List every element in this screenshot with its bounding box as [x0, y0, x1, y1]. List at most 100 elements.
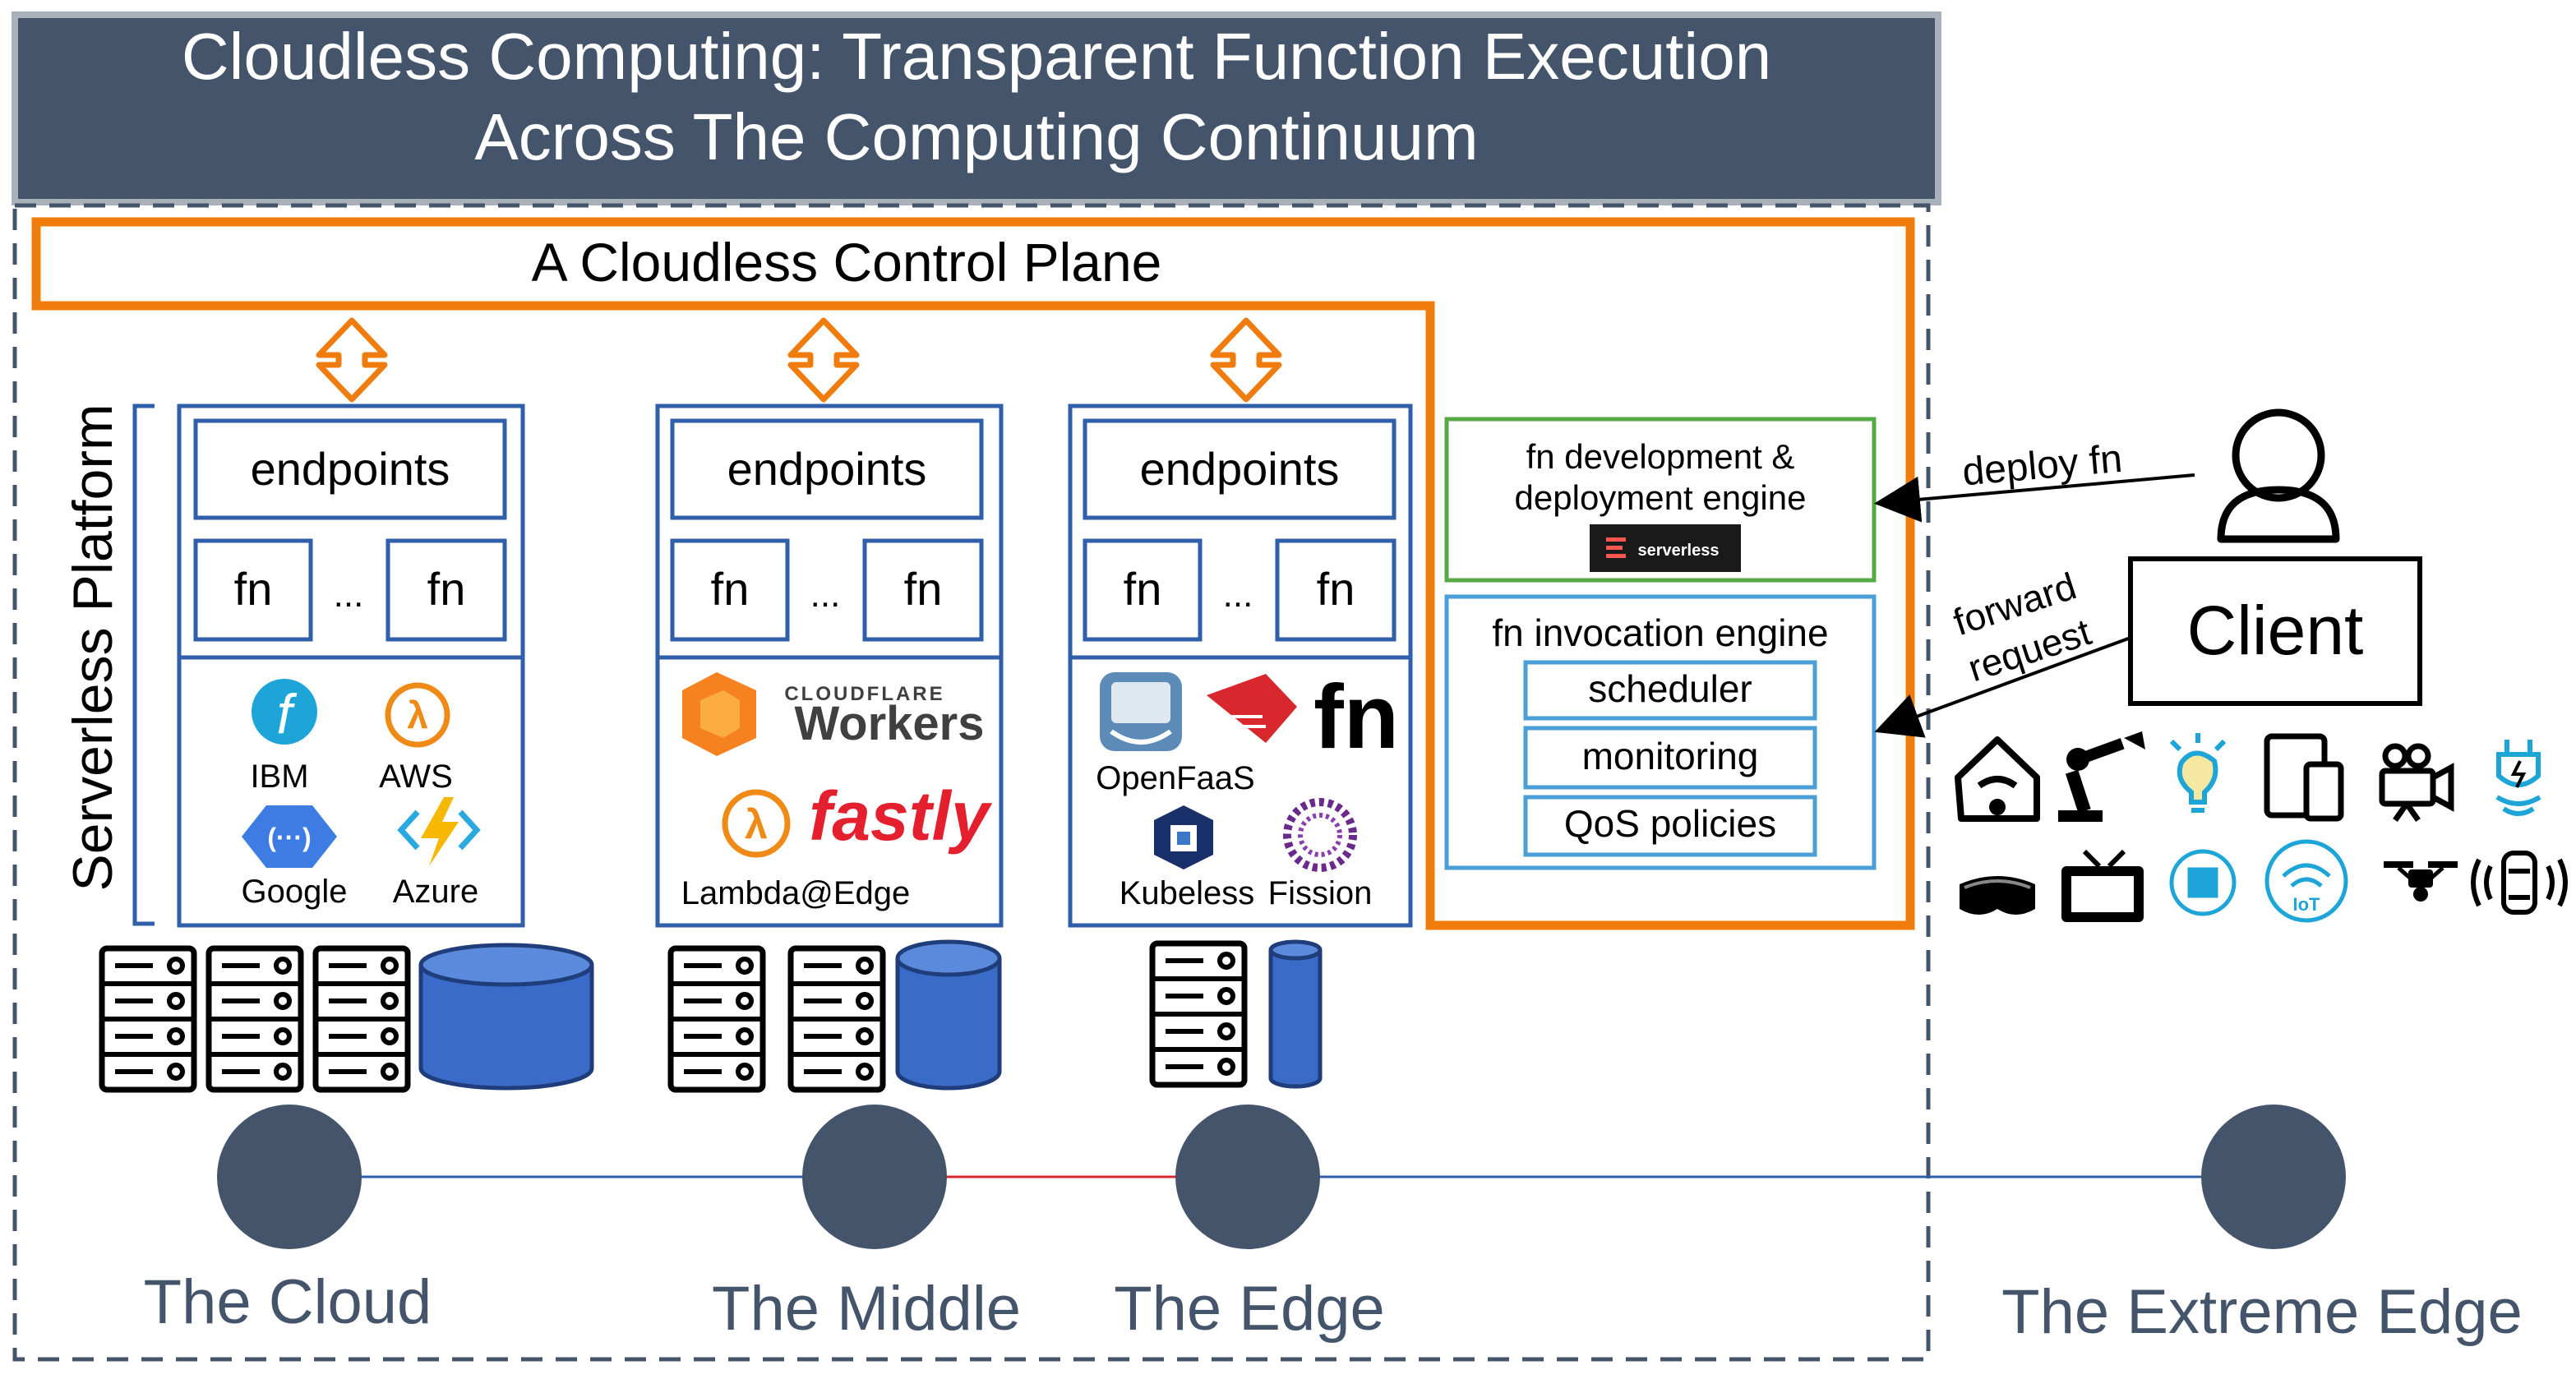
lambda-edge-icon: λ	[722, 789, 791, 858]
fn-project-icon	[1200, 674, 1297, 743]
iot-chip-icon	[2169, 849, 2237, 916]
fn-box	[1275, 538, 1396, 642]
server-icon	[671, 948, 763, 1090]
server-icon	[316, 948, 408, 1090]
component-label: monitoring	[1582, 735, 1759, 777]
svg-text:IoT: IoT	[2293, 894, 2321, 915]
fn-ellipsis: ...	[334, 574, 364, 615]
stage-label-middle: The Middle	[712, 1274, 1021, 1344]
client-label: Client	[2187, 592, 2364, 669]
stage-label-cloud: The Cloud	[144, 1267, 432, 1337]
fn-label: fn	[1317, 563, 1355, 615]
component-label: scheduler	[1588, 667, 1752, 710]
fn-ellipsis: ...	[1223, 574, 1253, 615]
google-cloud-functions-icon: (···)	[242, 805, 337, 868]
server-icon	[102, 948, 194, 1090]
dev-engine-label: fn development &	[1526, 437, 1795, 476]
server-icon	[209, 948, 301, 1090]
monitoring-box	[1523, 726, 1817, 790]
svg-text:(···): (···)	[267, 823, 311, 852]
client-box	[2128, 556, 2422, 706]
continuum-node-cloud	[217, 1105, 362, 1249]
smart-plug-icon	[2495, 740, 2541, 816]
continuum-node-middle	[802, 1105, 947, 1249]
fn-label: fn	[1124, 563, 1162, 615]
continuum-node-extreme-edge	[2201, 1105, 2346, 1249]
sync-arrow-icon	[791, 321, 856, 399]
fn-box	[1083, 538, 1203, 642]
azure-functions-icon	[397, 797, 481, 866]
control-plane-border	[31, 217, 1915, 930]
openfaas-icon	[1100, 672, 1182, 751]
endpoints-box	[670, 418, 984, 520]
platform-column-middle: endpoints fn ... fn CLOUDFLARE Workers λ…	[655, 404, 1004, 928]
television-icon	[2061, 849, 2144, 922]
platform-bracket	[132, 404, 155, 926]
continuum-timeline	[217, 1105, 2346, 1249]
provider-label: CLOUDFLARE	[784, 683, 944, 705]
serverless-framework-icon: serverless	[1590, 524, 1741, 572]
platform-column-cloud: endpoints fn ... fn f IBM λ AWS (···) Go…	[177, 404, 525, 928]
endpoints-label: endpoints	[251, 443, 450, 495]
fn-box	[670, 538, 790, 642]
provider-label: Google	[242, 874, 348, 910]
kubeless-icon	[1154, 805, 1213, 869]
server-icon	[791, 948, 883, 1090]
dev-engine-label: deployment engine	[1515, 478, 1807, 517]
invocation-engine-box: fn invocation engine scheduler monitorin…	[1444, 594, 1877, 870]
title-line-1: Cloudless Computing: Transparent Functio…	[182, 20, 1771, 93]
user-icon	[2217, 408, 2340, 543]
qos-policies-box	[1523, 795, 1817, 857]
drone-icon	[2384, 861, 2458, 902]
aws-lambda-icon: λ	[385, 682, 450, 748]
deploy-label: deploy fn	[1960, 437, 2124, 495]
endpoints-label: endpoints	[727, 443, 927, 495]
deploy-arrow	[1874, 473, 2195, 523]
dashed-region	[12, 203, 1931, 1362]
provider-label: fn	[1313, 666, 1399, 768]
sync-arrow-icon	[319, 321, 385, 399]
edge-infrastructure	[1152, 939, 1323, 1089]
provider-label: fastly	[809, 777, 993, 855]
cloud-infrastructure	[102, 943, 594, 1091]
provider-label: Lambda@Edge	[681, 875, 911, 911]
fn-box	[193, 538, 313, 642]
lightbulb-icon	[2169, 733, 2227, 813]
provider-label: Kubeless	[1119, 875, 1255, 911]
endpoints-box	[193, 418, 507, 520]
svg-text:λ: λ	[407, 694, 428, 736]
provider-label: Azure	[393, 874, 479, 910]
control-plane-label: A Cloudless Control Plane	[532, 232, 1162, 293]
database-icon	[895, 939, 1002, 1091]
ibm-functions-icon: f	[252, 679, 317, 745]
provider-label: IBM	[250, 759, 308, 795]
invocation-engine-title: fn invocation engine	[1492, 611, 1828, 654]
mobile-devices-icon	[2264, 733, 2344, 822]
provider-label: Workers	[794, 697, 984, 750]
provider-label: OpenFaaS	[1096, 760, 1254, 796]
middle-infrastructure	[671, 939, 1002, 1091]
robot-arm-icon	[2058, 731, 2145, 822]
fn-ellipsis: ...	[810, 574, 841, 615]
fn-label: fn	[427, 563, 466, 615]
endpoints-label: endpoints	[1140, 443, 1340, 495]
fn-label: fn	[904, 563, 943, 615]
connected-car-icon	[2471, 851, 2568, 915]
fn-box	[385, 538, 507, 642]
component-label: QoS policies	[1564, 802, 1776, 845]
sync-arrow-icon	[1213, 321, 1279, 399]
stage-label-edge: The Edge	[1114, 1274, 1385, 1344]
serverless-platform-label: Serverless Platform	[62, 404, 124, 891]
home-wifi-icon	[1955, 736, 2040, 822]
forward-arrow	[1874, 636, 2131, 738]
scheduler-box	[1523, 660, 1817, 721]
title-banner: Cloudless Computing: Transparent Functio…	[12, 12, 1941, 205]
fission-icon	[1283, 798, 1357, 872]
stage-label-extreme-edge: The Extreme Edge	[2001, 1277, 2523, 1347]
dev-engine-box: fn development & deployment engine serve…	[1444, 417, 1877, 583]
title-line-2: Across The Computing Continuum	[474, 100, 1478, 173]
video-camera-icon	[2379, 743, 2454, 823]
svg-text:λ: λ	[745, 801, 768, 847]
database-icon	[418, 943, 594, 1091]
server-icon	[1152, 943, 1244, 1085]
